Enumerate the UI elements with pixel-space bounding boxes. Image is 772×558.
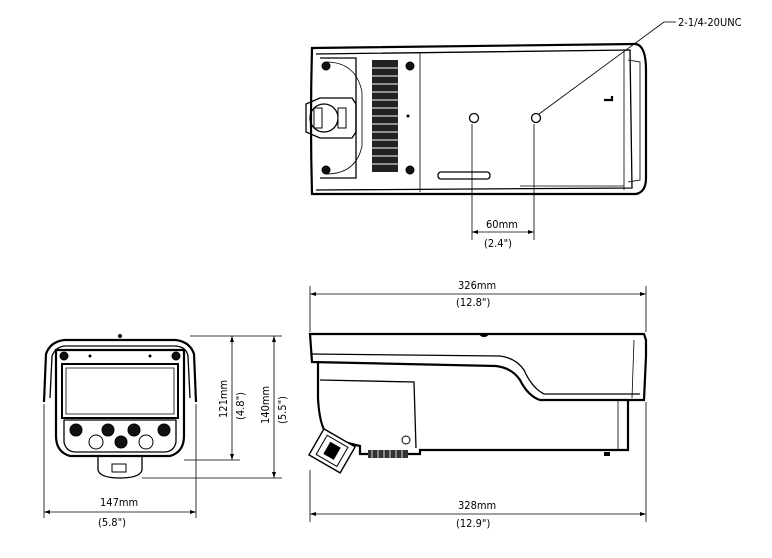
body-length-bottom-inch: (12.9") xyxy=(456,517,490,530)
side-view xyxy=(307,332,648,474)
height-dimensions: 121mm (4.8") 140mm (5.5") xyxy=(142,335,289,479)
width-dimension: 147mm (5.8") xyxy=(43,404,197,529)
body-length-bottom-dimension: 328mm (12.9") xyxy=(309,402,647,530)
height-total-value: 140mm xyxy=(259,386,272,424)
mount-spacing-dimension: 60mm (2.4") xyxy=(471,124,535,250)
height-body-inch: (4.8") xyxy=(234,392,247,420)
height-body-value: 121mm xyxy=(217,380,230,418)
mount-spacing-value: 60mm xyxy=(486,218,518,231)
front-view xyxy=(42,334,198,479)
thread-callout-label: 2-1/4-20UNC xyxy=(678,16,742,29)
body-length-top-value: 326mm xyxy=(458,279,496,292)
body-length-bottom-value: 328mm xyxy=(458,499,496,512)
width-inch: (5.8") xyxy=(98,516,126,529)
body-length-top-inch: (12.8") xyxy=(456,296,490,309)
thread-callout: 2-1/4-20UNC xyxy=(538,16,742,115)
top-view xyxy=(305,42,648,196)
body-length-top-dimension: 326mm (12.8") xyxy=(309,279,647,332)
width-value: 147mm xyxy=(100,496,138,509)
height-total-inch: (5.5") xyxy=(276,396,289,424)
mount-spacing-inch: (2.4") xyxy=(484,237,512,250)
